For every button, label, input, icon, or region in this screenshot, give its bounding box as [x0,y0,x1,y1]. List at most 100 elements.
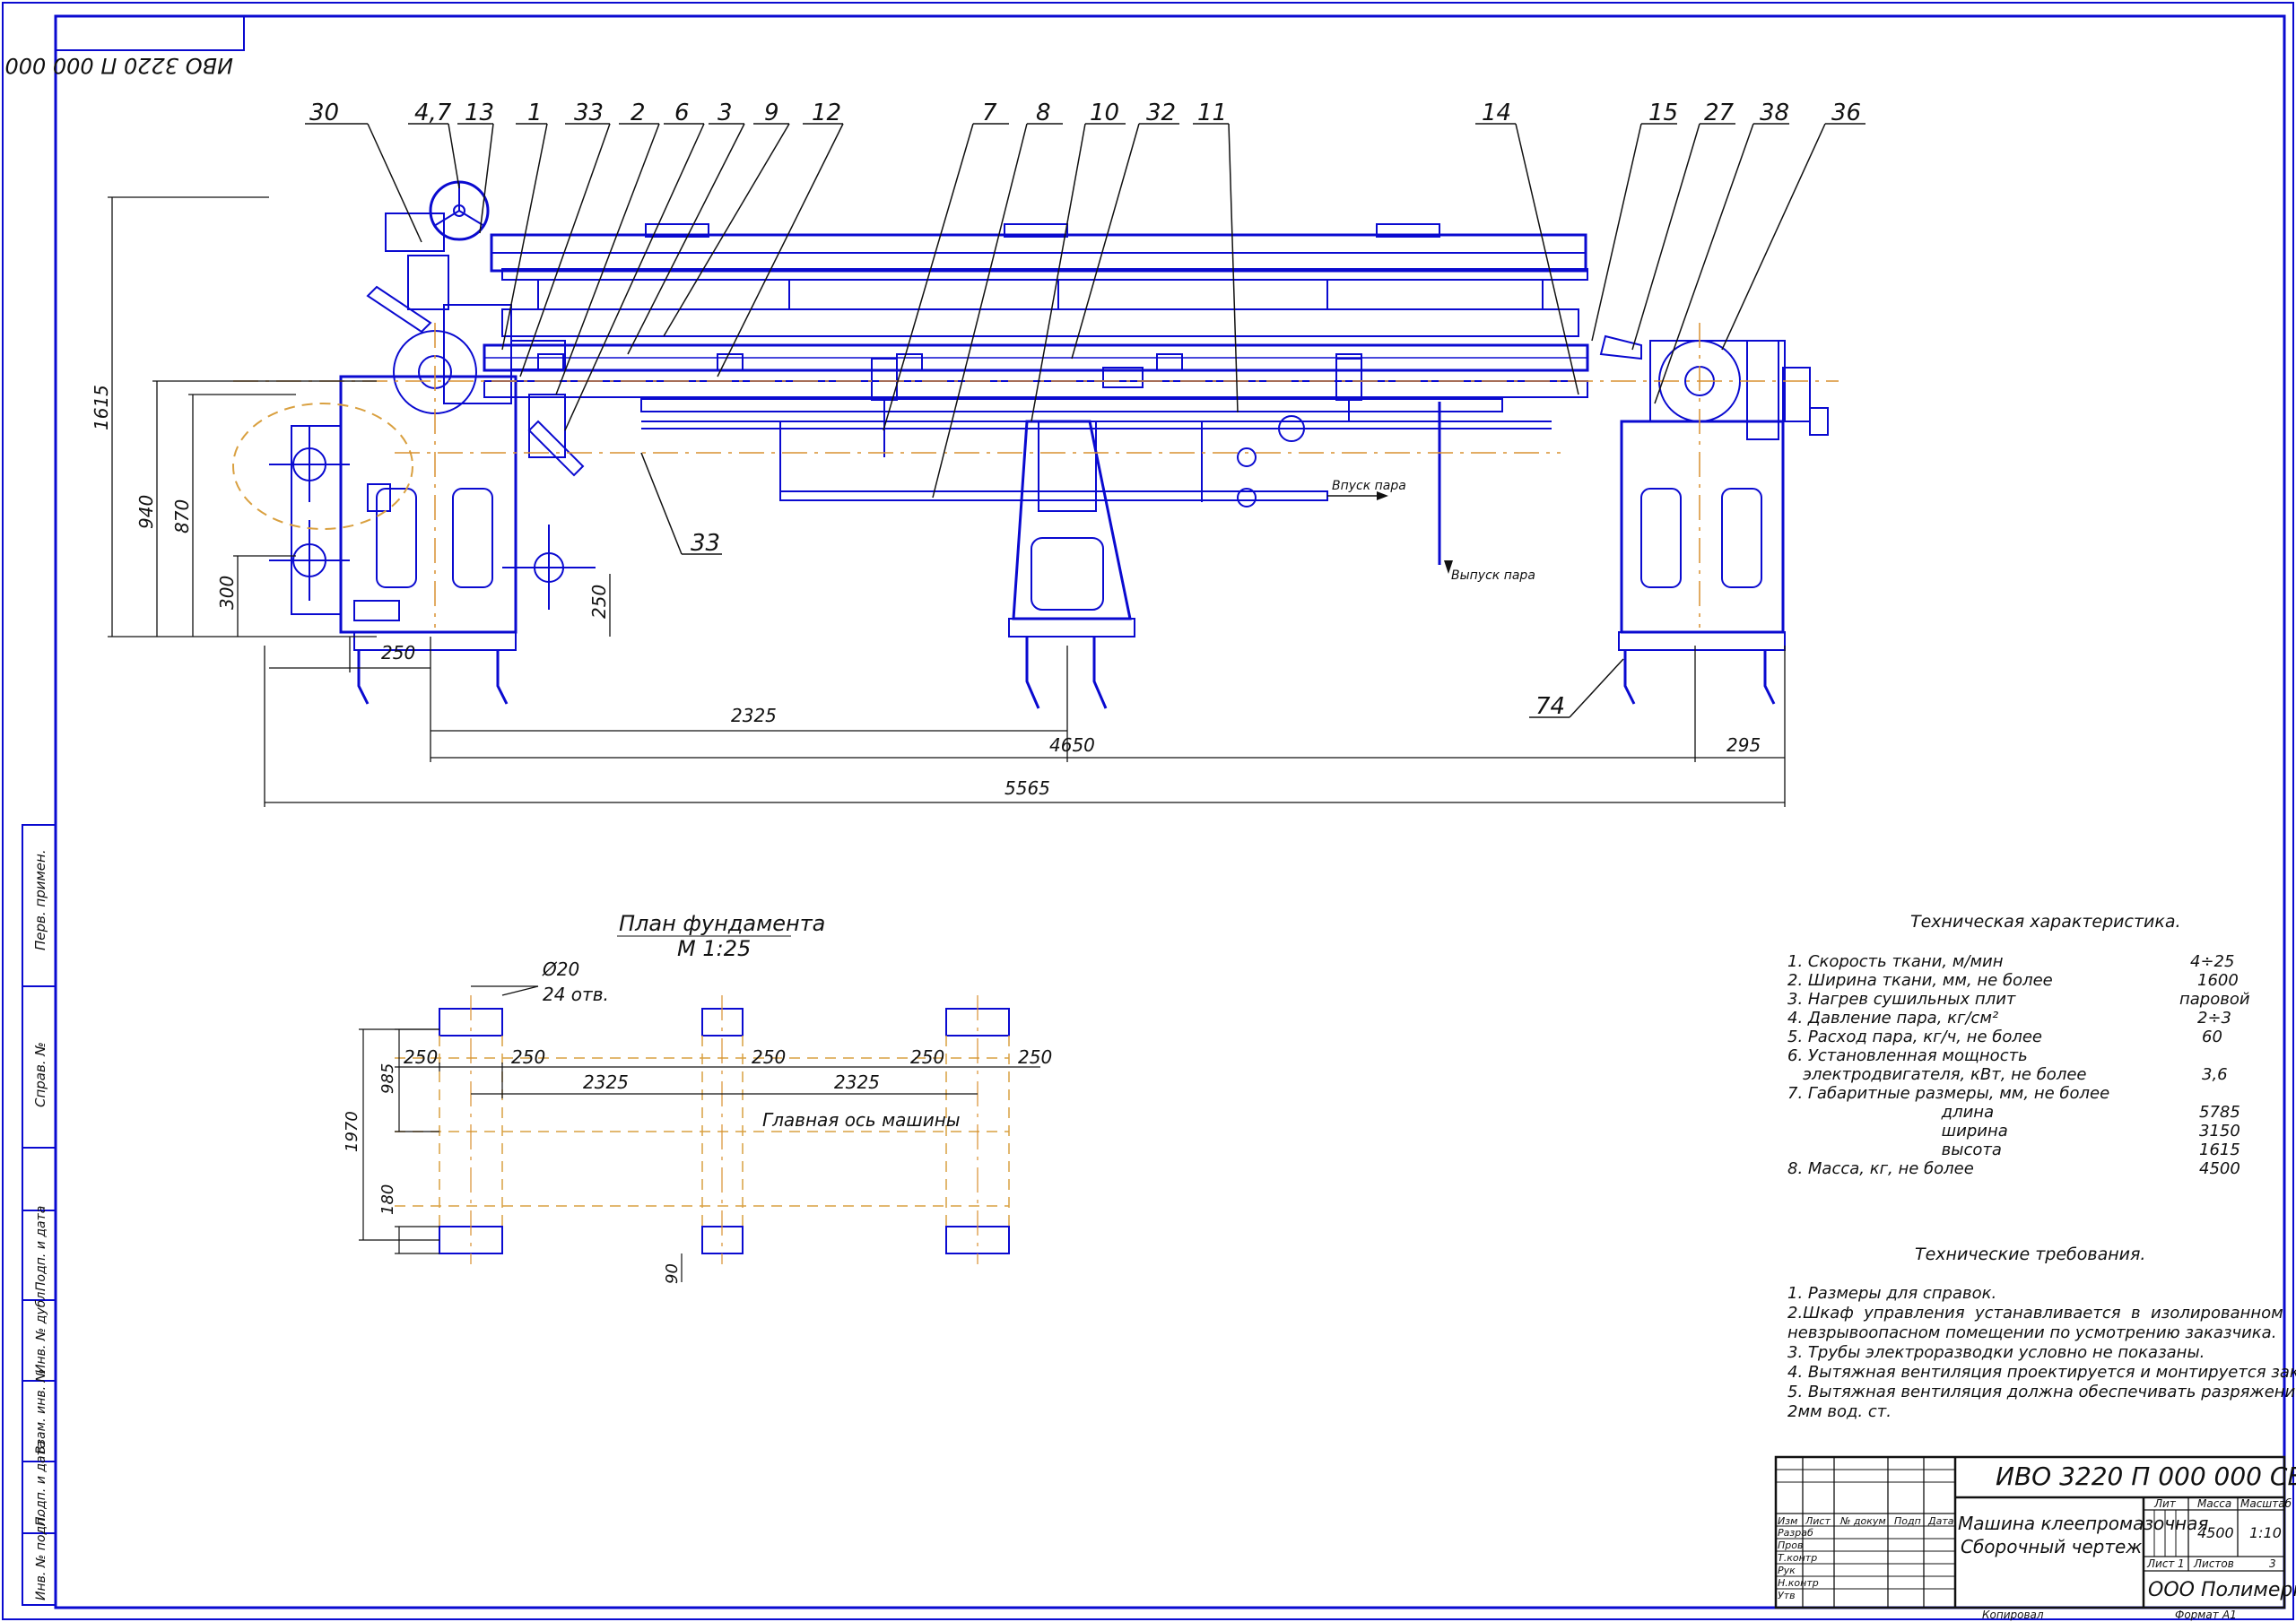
dim-300: 300 [216,576,238,610]
callout-27: 27 [1704,100,1735,126]
callout-14: 14 [1482,100,1511,126]
foundation-plan: План фундамента М 1:25 [343,911,1052,1284]
dim-250-vertical: 250 [588,585,610,619]
callout-2: 2 [631,100,646,126]
tech-row-label: 2. Ширина ткани, мм, не более [1787,971,2053,990]
tb-col-dokum: № докум [1839,1515,1886,1527]
side-label-inv-podl: Инв. № подл. [34,1514,48,1600]
callout-13: 13 [465,100,494,126]
callout-38: 38 [1760,100,1789,126]
tech-row-label: длина [1787,1103,1994,1122]
tech-req-title: Технические требования. [1915,1245,2145,1264]
tech-row-label: 5. Расход пара, кг/ч, не более [1787,1028,2042,1046]
fdim-180: 180 [378,1184,397,1215]
steam-in-label: Впуск пара [1332,479,1406,493]
callout-6: 6 [674,100,690,126]
tb-mass-label: Масса [2197,1497,2231,1510]
steam-out-label: Выпуск пара [1451,568,1535,583]
tb-role: Пров [1778,1540,1803,1551]
tech-row-value: 1600 [2197,971,2239,990]
mirrored-designation-box: ИВО 3220 П 000 000 СБ [0,15,245,78]
main-axis-label: Главная ось машины [762,1109,961,1131]
tb-col-list: Лист [1805,1515,1831,1527]
tech-row-value: 5785 [2199,1103,2240,1122]
tb-role: Разраб [1778,1527,1813,1539]
tech-row-value: 60 [2202,1028,2222,1046]
main-dimension-labels: 1615 940 870 300 250 250 2325 4650 295 5… [91,385,1761,799]
tech-char-title: Техническая характеристика. [1910,912,2181,932]
tb-role: Рук [1778,1565,1796,1576]
side-label-inv-dubl: Инв. № дубл. [34,1288,48,1374]
mirrored-designation: ИВО 3220 П 000 000 СБ [0,53,233,78]
fdim-250-4: 250 [910,1046,944,1068]
tb-title-line1: Машина клеепромазочная [1958,1513,2208,1534]
title-block: Изм Лист № докум Подп Дата Разраб Пров Т… [1774,1455,2296,1621]
tb-designation: ИВО 3220 П 000 000 СБ [1996,1462,2296,1491]
tech-req-line: 1. Размеры для справок. [1787,1284,1996,1303]
tb-lit-label: Лит [2153,1497,2177,1510]
tech-row-label: 7. Габаритные размеры, мм, не более [1787,1084,2109,1103]
tech-row-label: электродвигателя, кВт, не более [1787,1065,2086,1084]
tech-req-line: 4. Вытяжная вентиляция проектируется и м… [1787,1363,2296,1382]
side-label-vzam-inv: Взам. инв. № [34,1369,48,1454]
callout-12: 12 [812,100,841,126]
hole-diameter-label: Ø20 [542,958,579,980]
callout-8: 8 [1036,100,1051,126]
dim-2325: 2325 [731,705,777,726]
dim-250-horizontal: 250 [381,642,415,664]
dim-4650: 4650 [1049,734,1095,756]
foundation-scale: М 1:25 [677,936,751,961]
tb-col-izm: Изм [1778,1515,1797,1527]
tb-format-value: А1 [2222,1609,2237,1621]
side-label-podp-data-1: Подп. и дата [34,1206,48,1291]
hole-count-label: 24 отв. [543,984,609,1005]
tech-req-line: 2мм вод. ст. [1787,1402,1892,1421]
tb-scale-label: Масштаб [2240,1497,2292,1510]
tb-mass-value: 4500 [2197,1524,2234,1541]
callout-33: 33 [574,100,604,126]
callout-9: 9 [764,100,779,126]
tb-company: ООО Полимермаш [2148,1579,2296,1601]
tb-sheets-value: 3 [2269,1557,2276,1570]
tb-sheet-label: Лист [2146,1557,2175,1570]
callout-1: 1 [527,100,543,126]
tb-role: Н.контр [1778,1577,1819,1589]
tb-scale-value: 1:10 [2249,1524,2282,1541]
callout-4-7: 4,7 [414,100,452,126]
callout-numbers: 30 4,7 13 1 33 2 6 3 9 12 7 8 10 32 11 1… [309,100,1861,720]
tech-req-line: 5. Вытяжная вентиляция должна обеспечива… [1787,1383,2296,1401]
tech-req-line: 2.Шкаф управления устанавливается в изол… [1787,1304,2283,1323]
callout-10: 10 [1090,100,1119,126]
tech-req-line: невзрывоопасном помещении по усмотрению … [1787,1323,2276,1342]
callout-74: 74 [1535,693,1565,720]
tech-row-value: 4÷25 [2190,952,2234,971]
fdim-985: 985 [378,1063,397,1094]
callout-30: 30 [309,100,339,126]
tech-row-label: 1. Скорость ткани, м/мин [1787,952,2004,971]
dim-295: 295 [1726,734,1761,756]
tech-row-value: 2÷3 [2197,1009,2231,1028]
side-label-sprav: Справ. № [32,1042,48,1107]
tech-row-label: 4. Давление пара, кг/см² [1787,1009,1998,1028]
fdim-1970: 1970 [343,1111,361,1152]
tech-req-line: 3. Трубы электроразводки условно не пока… [1787,1343,2205,1362]
tech-row-label: 6. Установленная мощность [1787,1046,2028,1065]
fdim-90: 90 [663,1263,682,1284]
main-dimensions [108,196,1786,807]
tech-row-label: 8. Масса, кг, не более [1787,1159,1974,1178]
fdim-250-3: 250 [752,1046,786,1068]
tech-row-value: 4500 [2199,1159,2240,1178]
tb-role: Т.контр [1778,1552,1817,1564]
dim-940: 940 [135,495,157,529]
fdim-250-1: 250 [404,1046,438,1068]
fdim-2325-1: 2325 [583,1071,629,1093]
tb-col-data: Дата [1927,1515,1954,1527]
tech-row-value: 1615 [2199,1141,2240,1159]
fdim-250-2: 250 [511,1046,545,1068]
tb-role: Утв [1778,1590,1796,1601]
side-label-podp-data-2: Подп. и дата [34,1441,48,1526]
fdim-2325-2: 2325 [834,1071,880,1093]
callout-leaders [305,123,1866,718]
